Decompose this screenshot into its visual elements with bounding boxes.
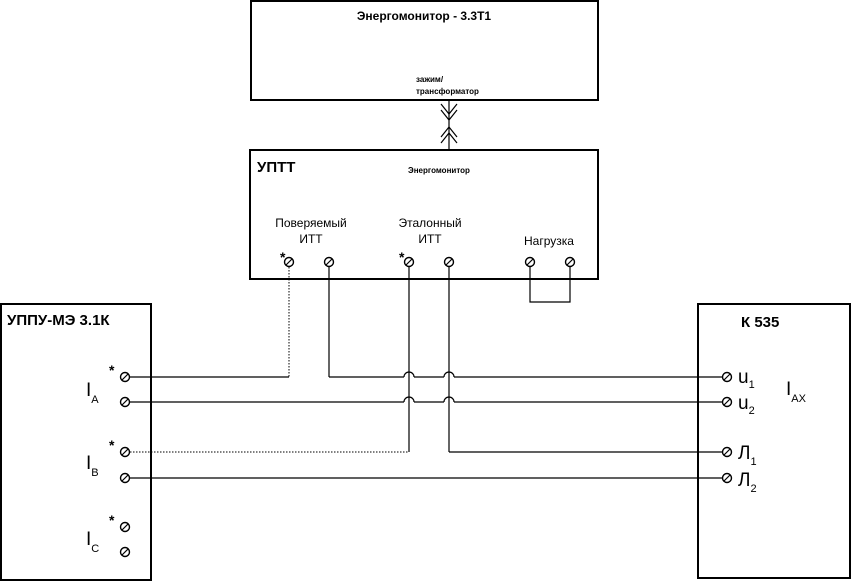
phase-a-label: IA: [86, 380, 99, 406]
load-jumper-wire: [529, 262, 571, 303]
tested-ct-label-1: Поверяемый: [275, 216, 347, 230]
terminal-load-2[interactable]: [564, 256, 576, 268]
terminal-ic[interactable]: [119, 546, 131, 558]
arrow-up-icon: [440, 126, 458, 138]
iax-label: IAX: [786, 379, 807, 405]
terminal-ic-star[interactable]: [119, 521, 131, 533]
uppu-box: [0, 303, 152, 581]
k535-block: К 535 u1 u2 Л1 Л2 IAX: [697, 303, 851, 579]
terminal-reference-star[interactable]: [403, 256, 415, 268]
load-label: Нагрузка: [524, 234, 574, 248]
uptt-block: УПТТ Энергомонитор Поверяемый ИТТ Эталон…: [249, 149, 599, 280]
terminal-l1[interactable]: [721, 446, 733, 458]
energomonitor-port-label-2: трансформатор: [416, 87, 479, 96]
arrow-down-icon-2: [440, 109, 458, 121]
k535-box: [697, 303, 851, 579]
terminal-tested-star[interactable]: [283, 256, 295, 268]
l2-label: Л2: [738, 470, 757, 495]
phase-a-star: *: [109, 362, 115, 378]
phase-c-star: *: [109, 512, 115, 528]
l1-label: Л1: [738, 443, 757, 468]
energomonitor-title: Энергомонитор - 3.3Т1: [357, 9, 492, 23]
terminal-u2[interactable]: [721, 396, 733, 408]
uppu-block: УППУ-МЭ 3.1К * IA * IB * IC: [0, 303, 152, 581]
terminal-tested-end[interactable]: [323, 256, 335, 268]
uptt-port-label: Энергомонитор: [408, 166, 470, 175]
terminal-l2[interactable]: [721, 472, 733, 484]
terminal-reference-end[interactable]: [443, 256, 455, 268]
terminals: [119, 256, 733, 558]
reference-ct-label-1: Эталонный: [398, 216, 461, 230]
terminal-ia-star[interactable]: [119, 371, 131, 383]
reference-ct-label-2: ИТТ: [418, 232, 442, 246]
uppu-title: УППУ-МЭ 3.1К: [7, 312, 110, 329]
energomonitor-block: Энергомонитор - 3.3Т1 зажим/ трансформат…: [250, 0, 599, 101]
terminal-ib[interactable]: [119, 472, 131, 484]
terminal-load-1[interactable]: [524, 256, 536, 268]
phase-b-label: IB: [86, 453, 99, 479]
u1-label: u1: [738, 367, 755, 391]
tested-ct-star: *: [280, 249, 286, 265]
load-jumper: [529, 262, 571, 303]
uptt-box: [249, 149, 599, 280]
k535-title: К 535: [741, 314, 779, 331]
interface-connector: [440, 101, 458, 150]
uptt-title: УПТТ: [257, 159, 295, 176]
terminal-ia[interactable]: [119, 396, 131, 408]
terminal-ib-star[interactable]: [119, 446, 131, 458]
phase-b-star: *: [109, 437, 115, 453]
arrow-up-icon-2: [440, 132, 458, 144]
u2-label: u2: [738, 393, 755, 417]
phase-c-label: IC: [86, 529, 99, 555]
energomonitor-box: [250, 0, 599, 101]
reference-ct-star: *: [399, 249, 405, 265]
tested-ct-label-2: ИТТ: [299, 232, 323, 246]
wires: [127, 267, 723, 479]
energomonitor-port-label-1: зажим/: [416, 75, 444, 84]
terminal-u1[interactable]: [721, 371, 733, 383]
arrow-down-icon: [440, 103, 458, 115]
